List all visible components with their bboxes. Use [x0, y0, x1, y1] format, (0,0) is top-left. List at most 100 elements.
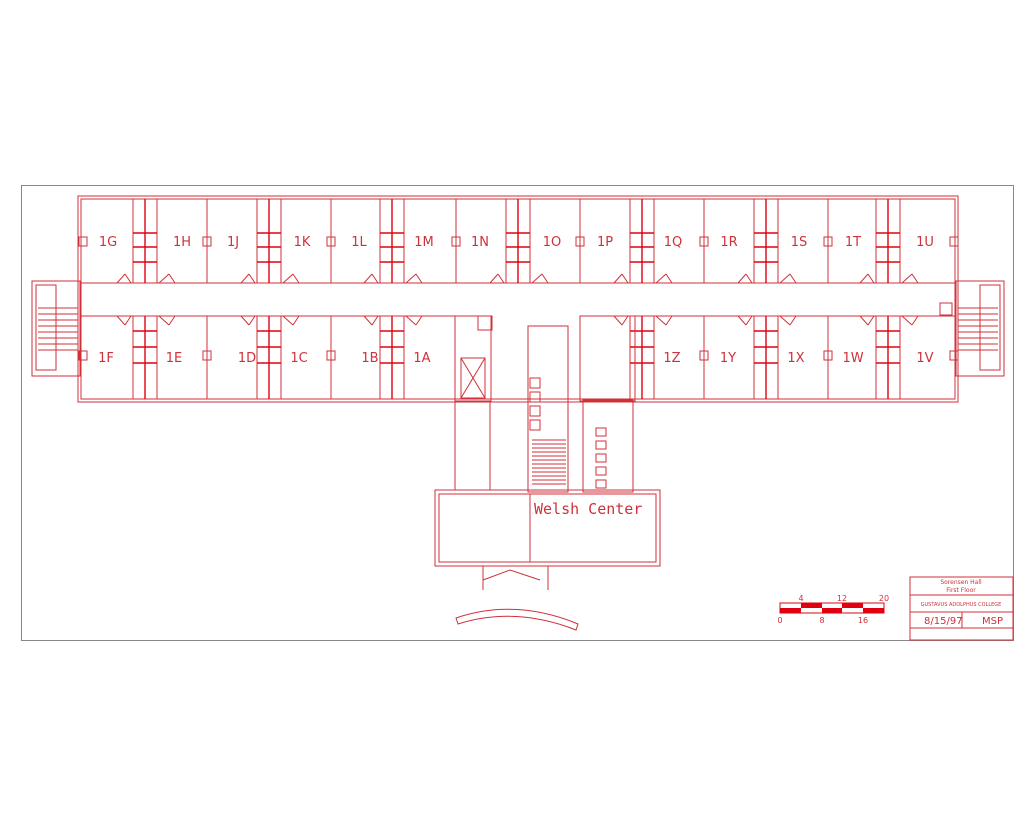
drawing-frame	[21, 185, 1014, 641]
column	[699, 236, 709, 247]
wall-line	[621, 315, 629, 326]
wall-line	[789, 273, 797, 284]
wall-line	[779, 273, 791, 284]
wall-line	[859, 315, 869, 326]
wall-line	[745, 315, 753, 326]
wall-line	[158, 273, 170, 284]
wall-line	[282, 315, 294, 326]
wall-line	[745, 273, 753, 284]
wall-line	[613, 315, 623, 326]
room-1O: 1O	[543, 235, 562, 250]
building-walls	[31, 195, 1005, 631]
room-labels: 1G 1H 1J 1K 1L 1M 1N 1O 1P 1Q 1R 1S 1T 1…	[98, 235, 934, 518]
wall-line	[292, 273, 300, 284]
wall-line	[363, 315, 373, 326]
room-1F: 1F	[98, 351, 114, 366]
wall-line	[168, 315, 176, 326]
wall-line	[405, 315, 417, 326]
wall-line	[867, 273, 875, 284]
scale-tick-8: 8	[819, 616, 824, 625]
drawn-by: MSP	[982, 616, 1003, 627]
column	[326, 350, 336, 361]
wall-line	[779, 315, 791, 326]
wall-line	[867, 315, 875, 326]
wall-line	[489, 273, 499, 284]
column	[823, 350, 833, 361]
title-block: Sorensen Hall First Floor GUSTAVUS ADOLP…	[909, 576, 1014, 641]
wall-line	[363, 273, 373, 284]
floor-name: First Floor	[946, 587, 976, 594]
scale-tick-0: 0	[777, 616, 782, 625]
wall-line	[541, 273, 549, 284]
wall-line	[124, 315, 132, 326]
wall-line	[901, 315, 913, 326]
wall-line	[116, 273, 126, 284]
wall-line	[613, 273, 623, 284]
wall-line	[665, 315, 673, 326]
column	[699, 350, 709, 361]
room-1C: 1C	[290, 351, 307, 366]
wall-line	[911, 315, 919, 326]
room-1J: 1J	[227, 235, 239, 250]
column	[78, 350, 88, 361]
room-1M: 1M	[414, 235, 434, 250]
wall-line	[415, 315, 423, 326]
wall-line	[911, 273, 919, 284]
column	[595, 440, 607, 450]
wall-line	[737, 273, 747, 284]
room-1L: 1L	[351, 235, 367, 250]
room-1T: 1T	[845, 235, 861, 250]
wall-line	[655, 273, 667, 284]
wall-line	[665, 273, 673, 284]
column	[823, 236, 833, 247]
column	[202, 236, 212, 247]
room-1Y: 1Y	[720, 351, 736, 366]
wall-line	[240, 315, 250, 326]
column	[575, 236, 585, 247]
column	[451, 236, 461, 247]
column	[595, 453, 607, 463]
column	[595, 427, 607, 437]
wall-line	[901, 273, 913, 284]
room-1H: 1H	[173, 235, 191, 250]
wall-line	[292, 315, 300, 326]
wall-line	[621, 273, 629, 284]
room-1B: 1B	[361, 351, 378, 366]
room-1R: 1R	[720, 235, 737, 250]
room-1Q: 1Q	[664, 235, 683, 250]
room-1E: 1E	[166, 351, 183, 366]
wall-line	[859, 273, 869, 284]
wall-line	[240, 273, 250, 284]
room-1D: 1D	[238, 351, 256, 366]
column	[326, 236, 336, 247]
wall-line	[737, 315, 747, 326]
room-1Z: 1Z	[663, 351, 680, 366]
room-1X: 1X	[787, 351, 804, 366]
wall-line	[158, 315, 170, 326]
room-1V: 1V	[916, 351, 933, 366]
column	[595, 479, 607, 489]
scale-tick-16: 16	[858, 616, 868, 625]
column	[202, 350, 212, 361]
scale-tick-4: 4	[798, 594, 803, 603]
wall-line	[124, 273, 132, 284]
wall-line	[168, 273, 176, 284]
wall-line	[248, 273, 256, 284]
room-1P: 1P	[597, 235, 613, 250]
column	[78, 236, 88, 247]
wall-line	[655, 315, 667, 326]
column	[949, 350, 959, 361]
welsh-center-label: Welsh Center	[534, 500, 642, 518]
room-1K: 1K	[294, 235, 311, 250]
scale-tick-12: 12	[837, 594, 847, 603]
room-1G: 1G	[99, 235, 117, 250]
wall-line	[789, 315, 797, 326]
room-1W: 1W	[842, 351, 863, 366]
room-1A: 1A	[413, 351, 430, 366]
wall-line	[371, 315, 379, 326]
wall-line	[497, 273, 505, 284]
college-name: GUSTAVUS ADOLPHUS COLLEGE	[921, 602, 1002, 608]
drawing-date: 8/15/97	[924, 616, 963, 627]
wall-line	[531, 273, 543, 284]
